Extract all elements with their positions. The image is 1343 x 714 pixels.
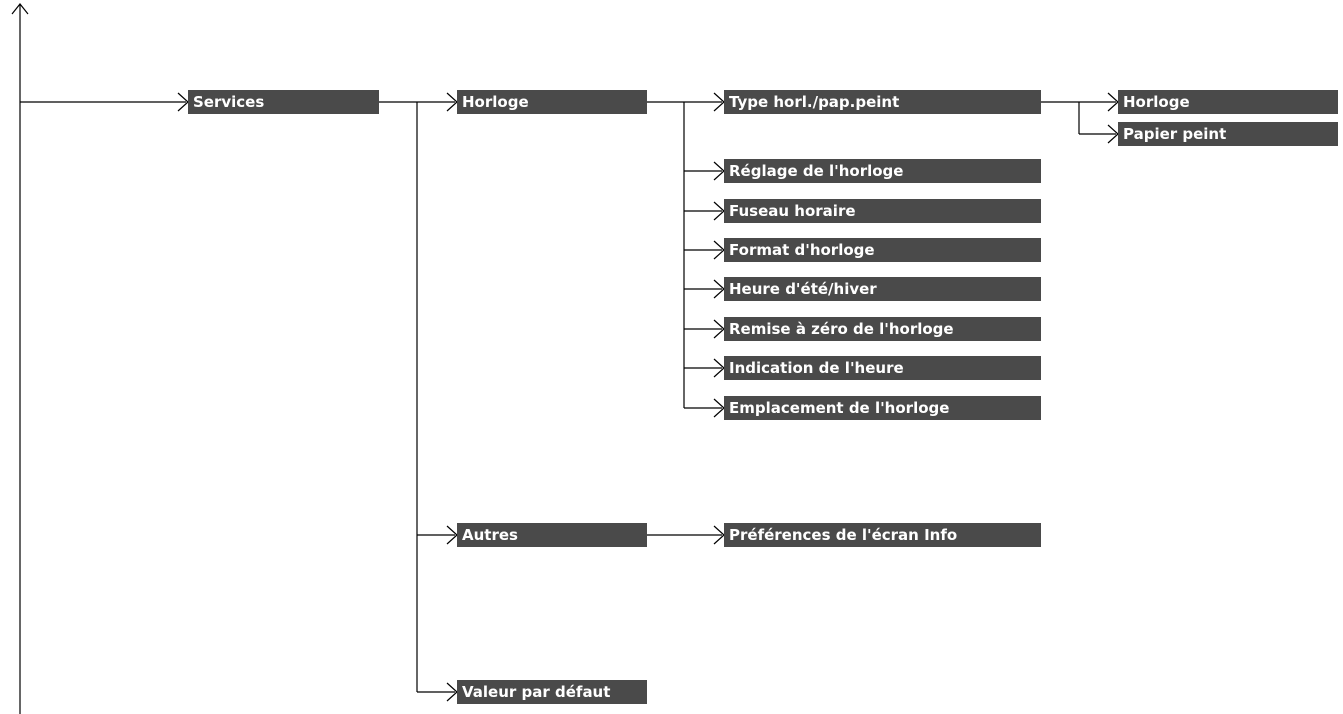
menu-box-services: Services [188, 90, 379, 114]
menu-box-type-horl-pap-peint: Type horl./pap.peint [724, 90, 1041, 114]
menu-box-papier-peint: Papier peint [1118, 122, 1338, 146]
menu-box-horloge-option: Horloge [1118, 90, 1338, 114]
menu-box-reglage-horloge: Réglage de l'horloge [724, 159, 1041, 183]
menu-box-indication-heure: Indication de l'heure [724, 356, 1041, 380]
menu-box-valeur-par-defaut: Valeur par défaut [457, 680, 647, 704]
menu-box-fuseau-horaire: Fuseau horaire [724, 199, 1041, 223]
menu-box-format-horloge: Format d'horloge [724, 238, 1041, 262]
menu-box-heure-ete-hiver: Heure d'été/hiver [724, 277, 1041, 301]
menu-box-horloge: Horloge [457, 90, 647, 114]
menu-box-autres: Autres [457, 523, 647, 547]
menu-box-emplacement-horloge: Emplacement de l'horloge [724, 396, 1041, 420]
menu-box-remise-zero-horloge: Remise à zéro de l'horloge [724, 317, 1041, 341]
menu-box-preferences-ecran-info: Préférences de l'écran Info [724, 523, 1041, 547]
